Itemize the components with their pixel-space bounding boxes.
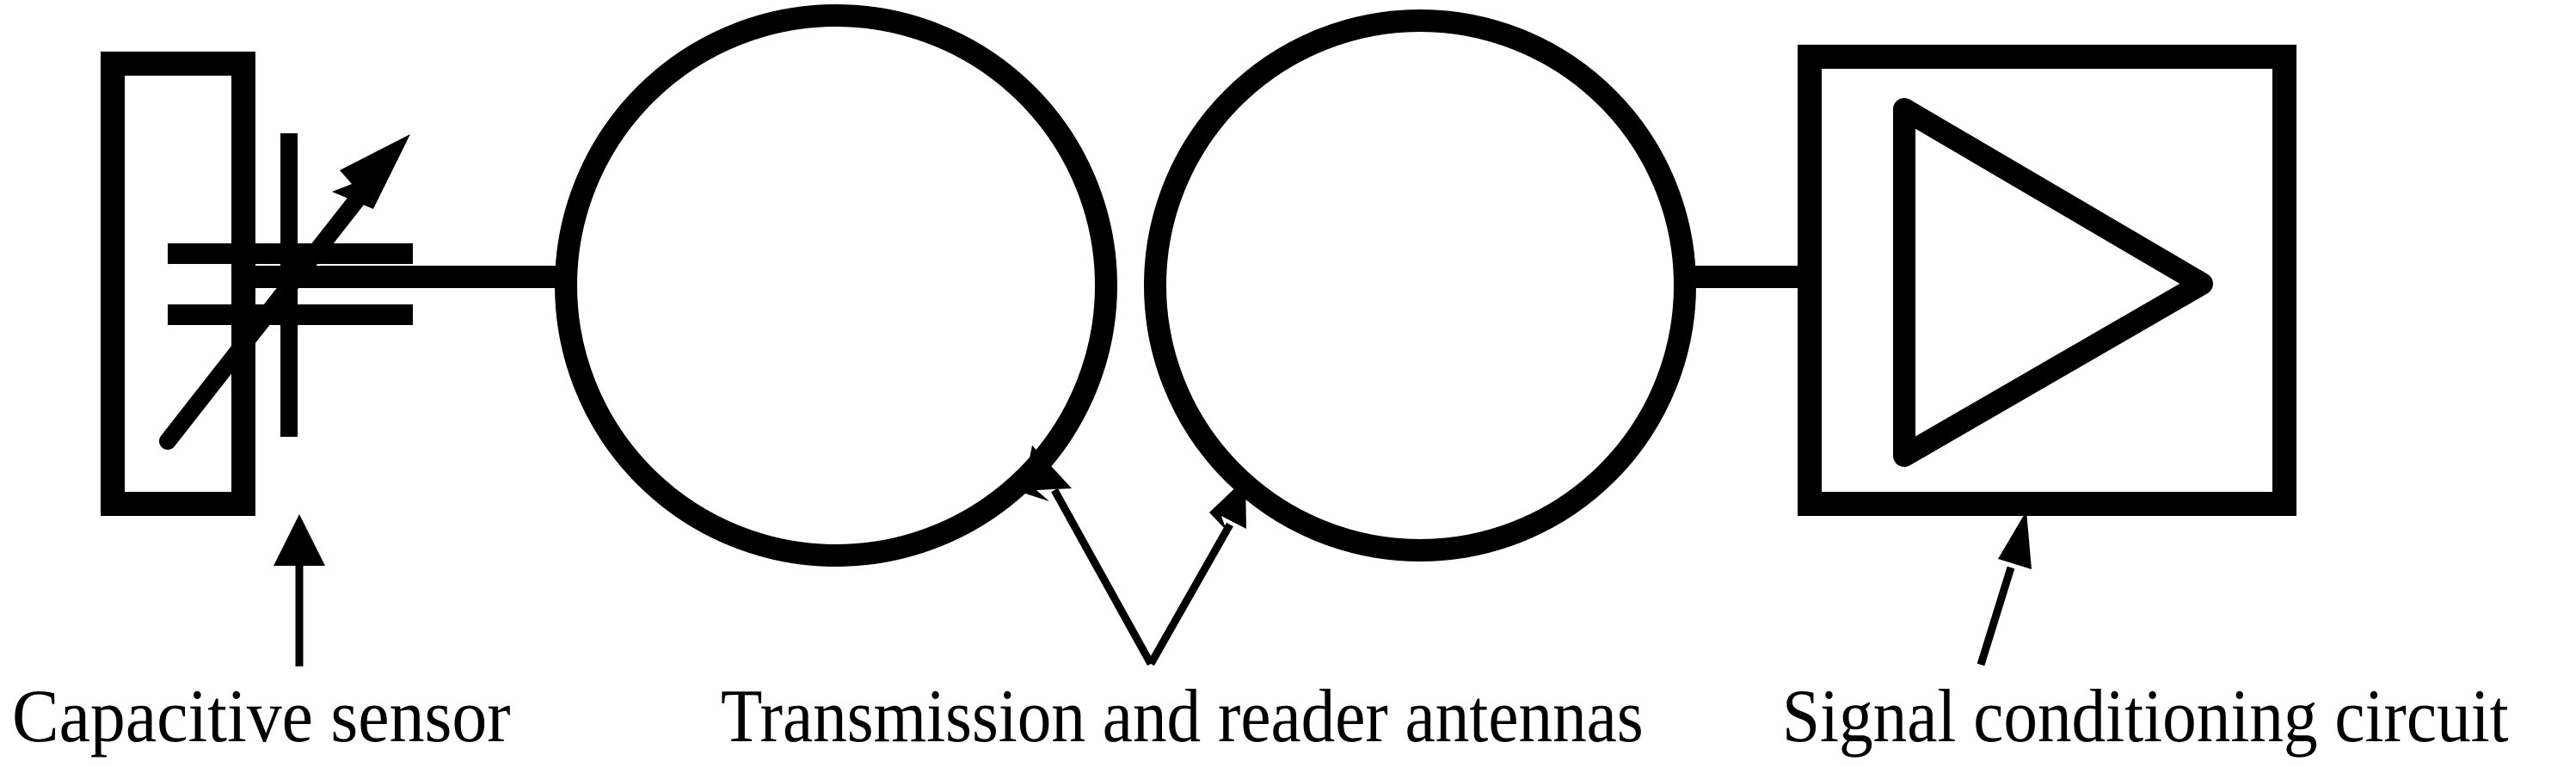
callout-arrow-capacitive-sensor [274,514,325,666]
callout-arrowhead-antenna-left [1023,445,1072,501]
callout-arrowhead-signal-conditioning [1998,511,2032,569]
capacitor-variability-arrow-shaft [159,155,394,450]
callout-arrow-signal-conditioning [1977,511,2032,666]
label-transmission-and-reader-antennas: Transmission and reader antennas [721,675,1644,758]
callout-arrowhead-capacitive-sensor [274,514,325,566]
signal-conditioning-block[interactable] [1798,45,2296,516]
callout-arrow-antennas [1023,445,1246,666]
capacitor-variability-arrowhead [332,134,410,209]
callout-shaft-antenna-right [1147,522,1233,666]
callout-arrowhead-antenna-right [1209,478,1246,531]
callout-shaft-signal-conditioning [1977,566,2015,666]
signal-conditioning-box [1798,45,2296,516]
variable-capacitor-icon [159,133,413,450]
reader-antenna-circle[interactable] [1144,9,1696,561]
transmission-antenna-circle[interactable] [555,4,1117,567]
amplifier-triangle-icon [1893,98,2213,467]
label-signal-conditioning-circuit: Signal conditioning circuit [1782,675,2509,758]
callout-shaft-antenna-left [1051,488,1154,666]
label-capacitive-sensor: Capacitive sensor [12,675,511,758]
